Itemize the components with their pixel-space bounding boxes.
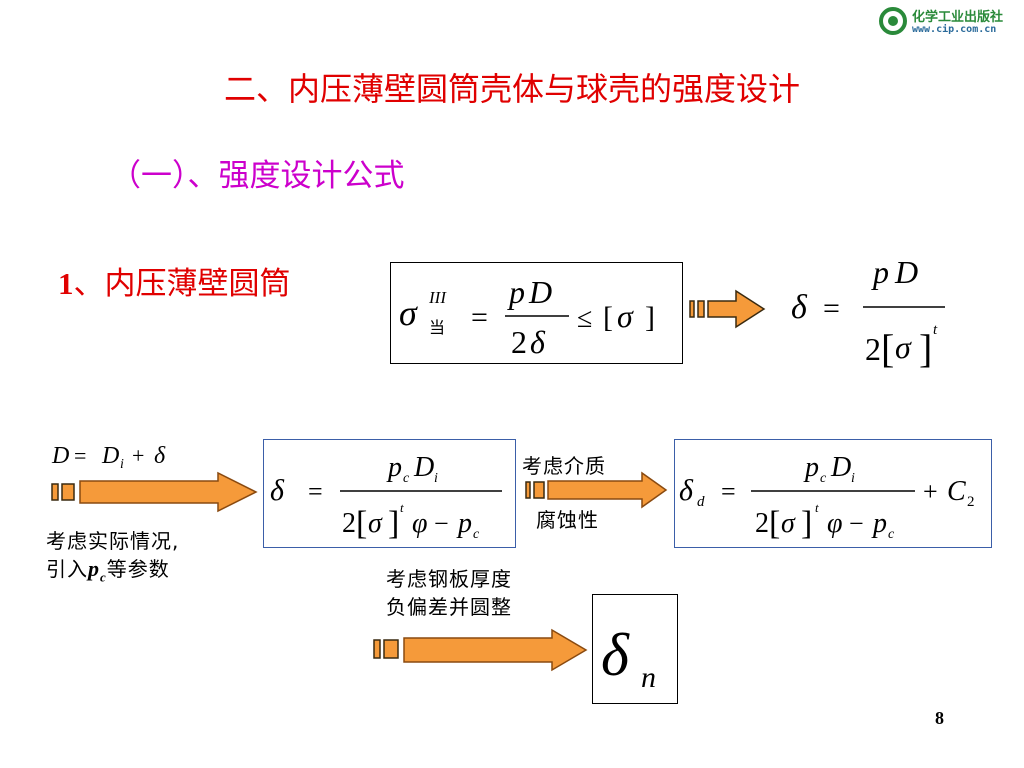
formula-box-nominal-thickness: δ n xyxy=(592,594,678,704)
formula-thickness: δ = p D 2 [ σ ] t xyxy=(791,254,945,371)
bracket-open: [ xyxy=(881,326,894,371)
arrow-right-icon xyxy=(689,289,766,329)
section-number: 1 xyxy=(58,266,74,301)
sym-p-2: p xyxy=(456,508,472,539)
sym-p: p xyxy=(871,254,889,290)
note-plate-tolerance: 考虑钢板厚度 负偏差并圆整 xyxy=(386,565,512,621)
logo-name: 化学工业出版社 xyxy=(912,10,1004,25)
note-line-2: 引入pc等参数 xyxy=(46,555,179,591)
sym-dang: 当 xyxy=(429,319,445,337)
bracket-open: [ xyxy=(603,301,613,334)
formula-nominal-thickness: δ n xyxy=(601,622,656,694)
sym-delta: δ xyxy=(154,443,166,469)
sym-sigma: σ xyxy=(895,329,912,365)
sym-iii: III xyxy=(428,288,447,307)
formula-box-stress: σ III 当 = p D 2 δ ≤ [ σ ] xyxy=(390,262,683,364)
sym-C: C xyxy=(947,476,966,507)
sym-minus: − xyxy=(849,509,864,538)
sym-equals: = xyxy=(823,292,840,325)
formula-calc-thickness: δ = p c D i 2 [ σ ] t φ − p c xyxy=(270,452,502,542)
sym-D: D xyxy=(894,254,918,290)
sym-phi: φ xyxy=(412,508,428,539)
sym-p: p xyxy=(507,274,525,310)
sym-d: d xyxy=(697,494,705,510)
bracket-close: ] xyxy=(645,301,655,334)
formula-box-calc-thickness: δ = p c D i 2 [ σ ] t φ − p c xyxy=(263,439,516,548)
sym-two: 2 xyxy=(511,324,527,360)
sym-D: D xyxy=(830,452,851,483)
arrow-right-icon xyxy=(51,471,258,513)
formula-box-design-thickness: δ d = p c D i 2 [ σ ] t φ − p c + C 2 xyxy=(674,439,992,548)
sym-c: c xyxy=(100,569,107,585)
sym-i: i xyxy=(434,471,438,486)
sym-delta: δ xyxy=(270,474,285,507)
sym-D: D xyxy=(51,443,69,469)
sym-minus: − xyxy=(434,509,449,538)
sym-phi: φ xyxy=(827,508,843,539)
note-line-1: 考虑实际情况, xyxy=(46,529,180,553)
sym-t: t xyxy=(400,500,404,515)
sym-delta: δ xyxy=(530,324,546,360)
note-line-2: 负偏差并圆整 xyxy=(386,595,512,619)
bracket-close: ] xyxy=(388,505,399,542)
sym-sigma-2: σ xyxy=(617,298,634,334)
sym-t: t xyxy=(933,322,938,338)
note-corrosion-line2: 腐蚀性 xyxy=(536,508,599,532)
publisher-logo: 化学工业出版社 www.cip.com.cn xyxy=(878,6,1018,38)
bracket-open: [ xyxy=(769,505,780,542)
note-prefix: 引入 xyxy=(46,557,88,581)
logo-icon xyxy=(879,7,907,35)
formula-stress: σ III 当 = p D 2 δ ≤ [ σ ] xyxy=(399,274,655,360)
sym-p: p xyxy=(88,556,100,581)
sym-sigma: σ xyxy=(368,508,383,539)
sym-sigma: σ xyxy=(781,508,796,539)
sym-two: 2 xyxy=(342,508,356,539)
sym-p: p xyxy=(386,452,402,483)
sym-plus: + xyxy=(132,443,144,468)
sym-plus: + xyxy=(923,477,938,506)
formula-diameter: D = D i + δ xyxy=(51,443,166,471)
sym-equals: = xyxy=(74,443,86,468)
formula-design-thickness: δ d = p c D i 2 [ σ ] t φ − p c + C 2 xyxy=(679,452,975,542)
sym-sigma: σ xyxy=(399,293,418,333)
note-suffix: 等参数 xyxy=(106,557,170,581)
sym-equals: = xyxy=(308,477,323,506)
sym-D-2: D xyxy=(101,443,119,469)
sym-c-2: c xyxy=(888,527,895,542)
sym-i: i xyxy=(851,471,855,486)
bracket-close: ] xyxy=(801,505,812,542)
note-corrosion-line1: 考虑介质 xyxy=(522,454,606,478)
arrow-right-icon xyxy=(373,628,588,672)
subtitle: （一）、强度设计公式 xyxy=(110,158,405,194)
sym-C-sub: 2 xyxy=(967,494,975,510)
section-label: 、内压薄壁圆筒 xyxy=(73,266,291,302)
sym-c-2: c xyxy=(473,527,480,542)
sym-p-2: p xyxy=(871,508,887,539)
sym-D: D xyxy=(413,452,434,483)
sym-two: 2 xyxy=(755,508,769,539)
sym-delta: δ xyxy=(601,622,630,688)
section-heading: 1、内压薄壁圆筒 xyxy=(58,258,291,303)
bracket-close: ] xyxy=(919,326,932,371)
sym-two: 2 xyxy=(865,331,881,367)
sym-delta: δ xyxy=(791,289,808,326)
note-actual-conditions: 考虑实际情况, 引入pc等参数 xyxy=(46,527,179,591)
sym-equals: = xyxy=(471,301,488,334)
sym-n: n xyxy=(641,661,656,694)
logo-url: www.cip.com.cn xyxy=(912,24,997,35)
sym-i: i xyxy=(120,457,124,471)
page-title: 二、内压薄壁圆筒壳体与球壳的强度设计 xyxy=(223,70,800,108)
arrow-right-icon xyxy=(525,471,668,509)
note-line-1: 考虑钢板厚度 xyxy=(386,567,512,591)
sym-p: p xyxy=(803,452,819,483)
bracket-open: [ xyxy=(356,505,367,542)
sym-t: t xyxy=(815,500,819,515)
sym-c: c xyxy=(820,471,827,486)
sym-equals: = xyxy=(721,477,736,506)
sym-D: D xyxy=(528,274,552,310)
page-number: 8 xyxy=(935,708,944,728)
sym-delta: δ xyxy=(679,474,694,507)
sym-leq: ≤ xyxy=(577,303,592,334)
sym-c: c xyxy=(403,471,410,486)
